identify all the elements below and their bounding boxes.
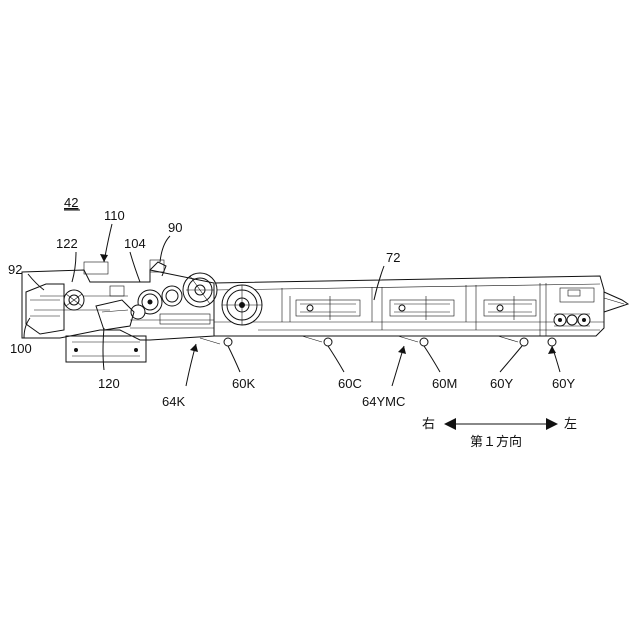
lower-bracket <box>66 336 146 362</box>
label-60Y-b: 60Y <box>552 376 575 391</box>
label-120: 120 <box>98 376 120 391</box>
release-lever-100 <box>26 284 64 334</box>
label-60C: 60C <box>338 376 362 391</box>
direction-indicator: 右 左 第１方向 <box>422 417 577 450</box>
direction-right-label: 右 <box>422 417 435 432</box>
cartridge-slot-m <box>390 296 454 320</box>
label-64K: 64K <box>162 394 185 409</box>
arrow-right-head-icon <box>546 418 558 430</box>
arrow-left-head-icon <box>444 418 456 430</box>
label-60Y-a: 60Y <box>490 376 513 391</box>
lever-wheel-122 <box>64 290 84 310</box>
direction-left-label: 左 <box>564 417 577 432</box>
cartridge-slot-y <box>484 296 536 320</box>
label-92: 92 <box>8 262 22 277</box>
large-gear <box>222 285 262 325</box>
ref-numeral-42: 42 <box>64 195 78 210</box>
cartridge-slot-c <box>296 296 360 320</box>
main-frame <box>214 276 628 336</box>
label-60M: 60M <box>432 376 457 391</box>
label-100: 100 <box>10 341 32 356</box>
label-64YMC: 64YMC <box>362 394 405 409</box>
label-90: 90 <box>168 220 182 235</box>
assembly-drawing <box>22 260 628 362</box>
label-72: 72 <box>386 250 400 265</box>
reference-labels: 42 110 90 122 104 92 72 100 120 64K 60K … <box>8 195 575 409</box>
label-122: 122 <box>56 236 78 251</box>
label-110: 110 <box>104 208 125 223</box>
label-104: 104 <box>124 236 146 251</box>
link-arm-120 <box>96 286 134 330</box>
direction-caption: 第１方向 <box>470 434 522 450</box>
label-60K: 60K <box>232 376 255 391</box>
rollers <box>200 336 556 346</box>
right-end-gear-unit <box>554 288 594 326</box>
